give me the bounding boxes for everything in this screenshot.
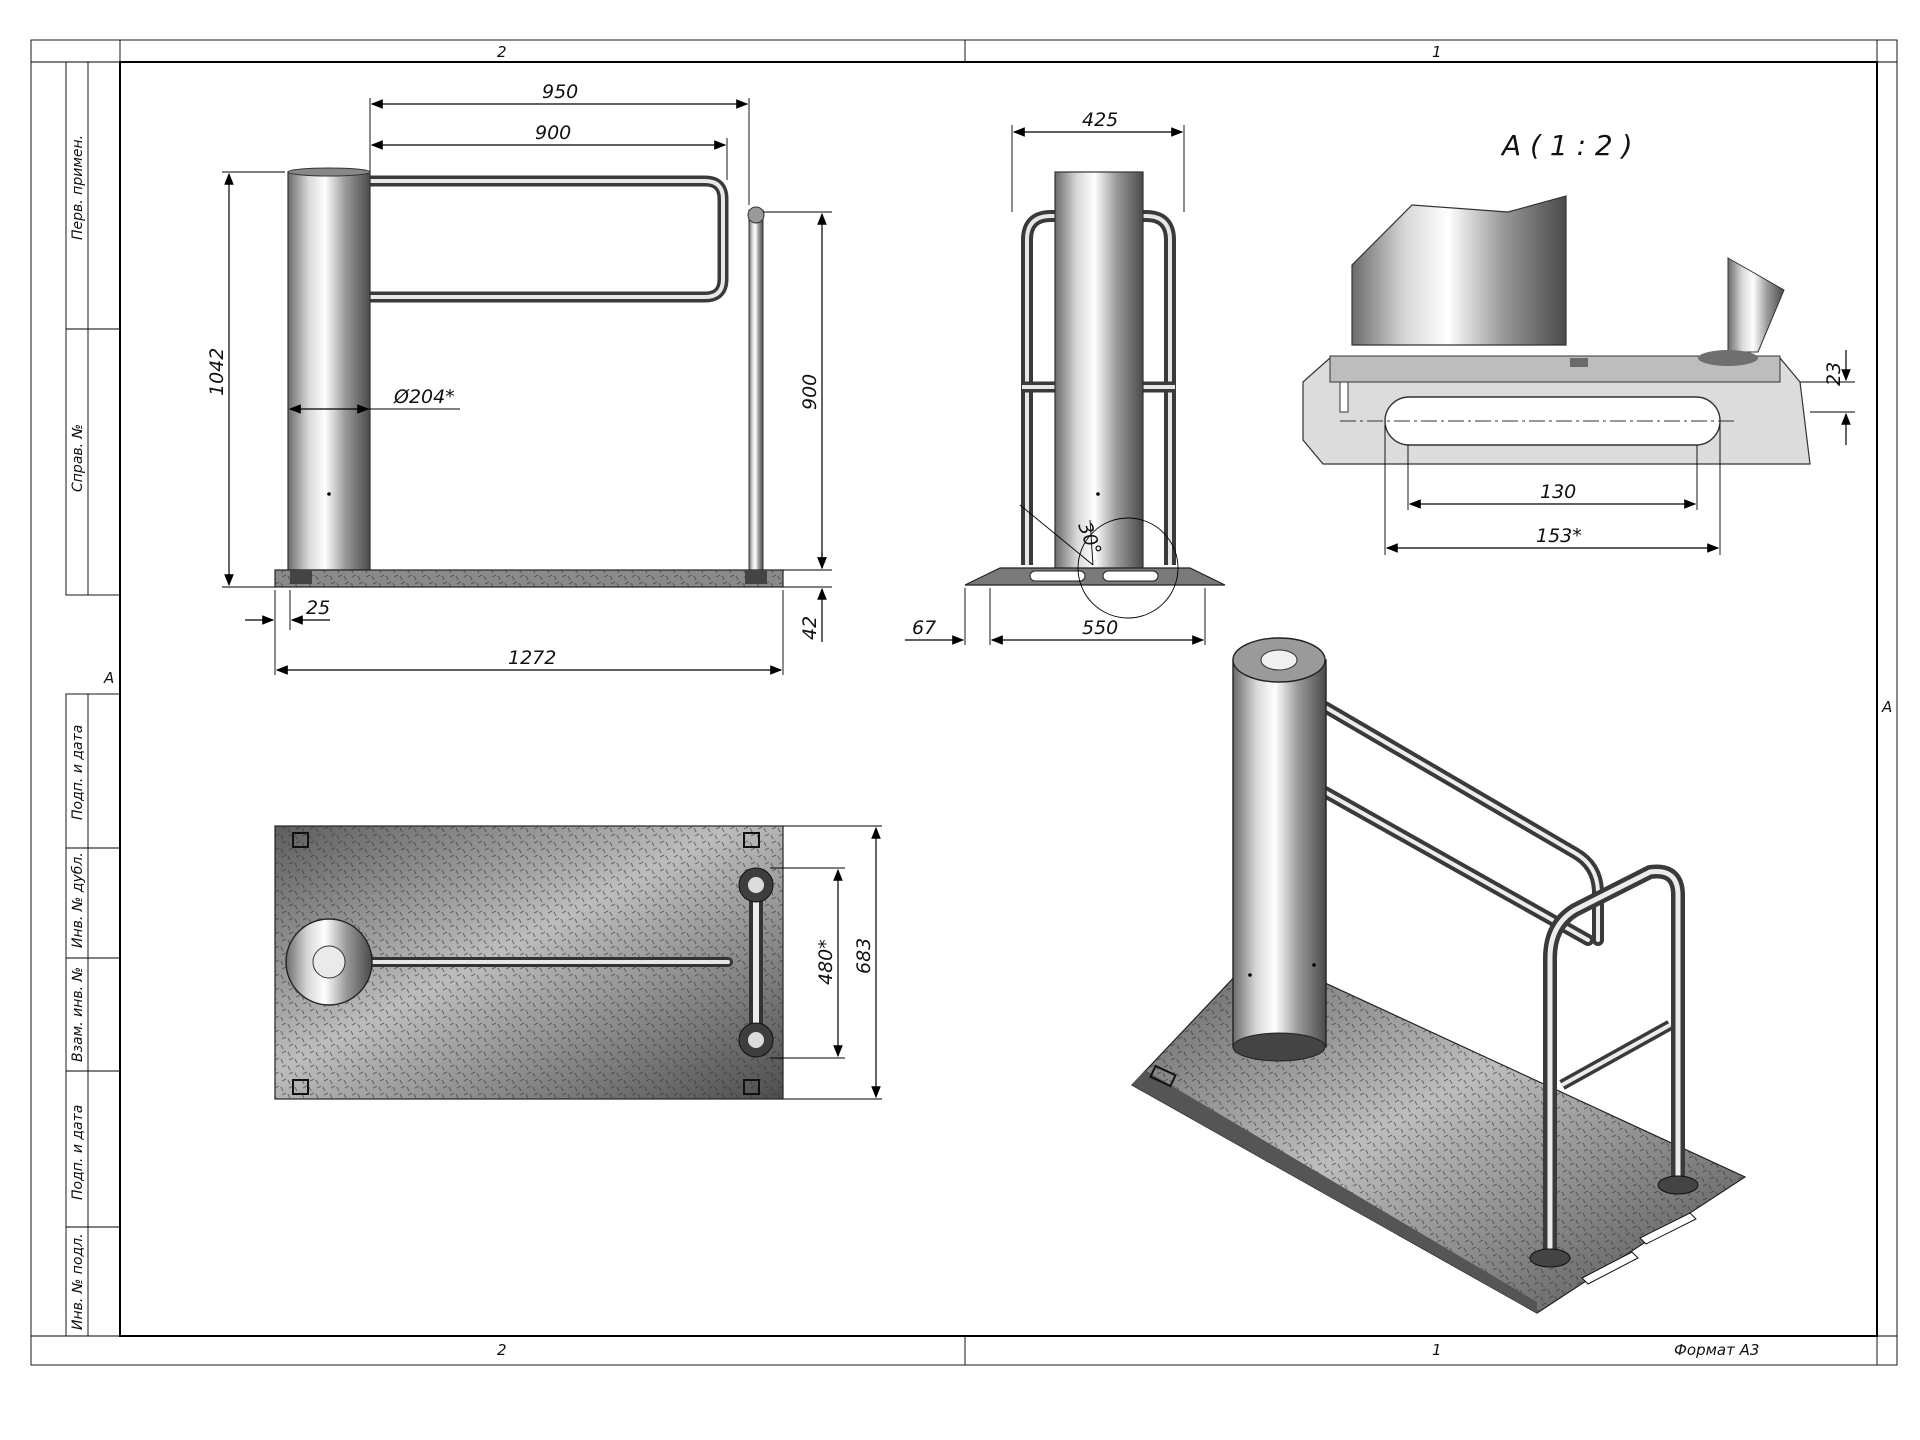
side-post [1054, 171, 1144, 571]
side-base-plate [964, 567, 1226, 586]
stamp-column [65, 61, 121, 1337]
detail-title: А ( 1 : 2 ) [1500, 129, 1633, 162]
front-post [287, 171, 371, 571]
top-view [274, 825, 784, 1100]
side-view [964, 171, 1226, 619]
stamp-repl-inv: Взам. инв. № [70, 967, 86, 1062]
dim-side-ramp: 67 [912, 617, 936, 639]
dim-front-overall-width: 950 [542, 81, 578, 103]
zone-label-top-1: 1 [1432, 43, 1442, 61]
dim-front-post-diameter: Ø204* [393, 386, 455, 408]
detail-dimensions [1384, 350, 1855, 555]
dim-front-base-length: 1272 [508, 647, 556, 669]
dim-top-rail-span: 480* [815, 939, 837, 985]
isometric-view [1131, 637, 1747, 1314]
dim-front-height: 1042 [206, 348, 228, 396]
iso-post [1232, 659, 1327, 1048]
dim-detail-slot-outer: 153* [1536, 525, 1582, 547]
stamp-sign-date-2: Подп. и дата [70, 1105, 86, 1200]
stamp-inv-orig: Инв. № подл. [70, 1233, 86, 1330]
zone-label-top-2: 2 [497, 43, 507, 61]
front-view [274, 167, 784, 588]
dim-front-arm-width: 900 [535, 122, 571, 144]
stamp-inv-dup: Инв. № дубл. [70, 852, 86, 948]
dim-detail-height: 23 [1823, 362, 1845, 386]
dim-side-base: 550 [1082, 617, 1118, 639]
dim-detail-slot-inner: 130 [1540, 481, 1576, 503]
format-label: Формат А3 [1674, 1341, 1759, 1359]
front-dimensions [222, 98, 832, 675]
stamp-reference-no: Справ. № [70, 424, 86, 492]
stamp-first-use: Перв. примен. [70, 135, 86, 240]
stamp-sign-date-1: Подп. и дата [70, 725, 86, 820]
side-label-left: A [103, 669, 114, 687]
dim-front-left-offset: 25 [306, 597, 330, 619]
zone-label-bottom-2: 2 [497, 1341, 507, 1359]
detail-view [1302, 195, 1811, 465]
zone-label-bottom-1: 1 [1432, 1341, 1442, 1359]
side-dimensions [905, 125, 1206, 645]
side-label-right: A [1881, 698, 1892, 716]
top-dimensions [770, 825, 882, 1100]
dim-top-base-width: 683 [853, 938, 875, 974]
dim-front-base-thickness: 42 [799, 616, 821, 640]
front-rail-post [748, 209, 764, 571]
dim-side-width: 425 [1082, 109, 1118, 131]
dim-front-rail-height: 900 [799, 374, 821, 410]
sheet-frame [30, 39, 1898, 1366]
